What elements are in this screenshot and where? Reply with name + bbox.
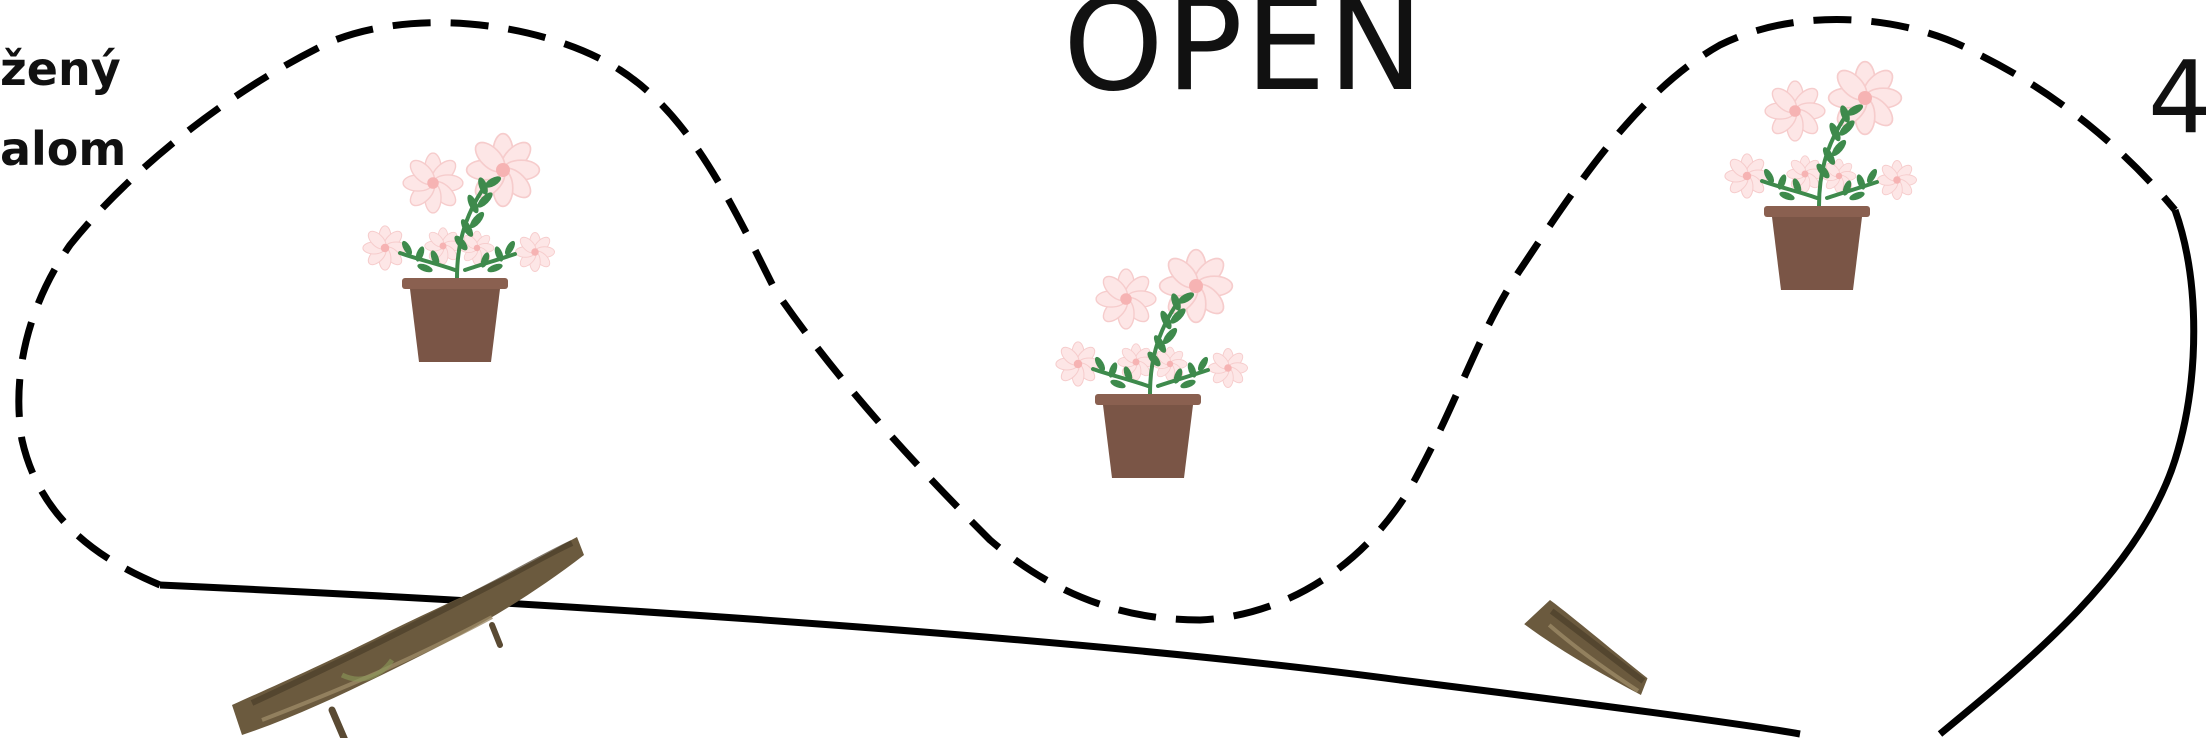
label-top-left-line2: alom bbox=[0, 122, 127, 176]
potted-plant-icon bbox=[363, 134, 555, 362]
label-right-edge: 4 bbox=[2148, 39, 2212, 156]
solid-route-right bbox=[1937, 208, 2198, 737]
open-title: OPEN bbox=[1063, 0, 1426, 120]
potted-plant-icon bbox=[1725, 62, 1917, 290]
branch-log-icon bbox=[232, 537, 584, 738]
label-top-left-line1: žený bbox=[0, 42, 121, 96]
branch-log-icon bbox=[1524, 600, 1648, 696]
dashed-route-path bbox=[15, 16, 2178, 624]
potted-plant-icon bbox=[1056, 250, 1248, 478]
